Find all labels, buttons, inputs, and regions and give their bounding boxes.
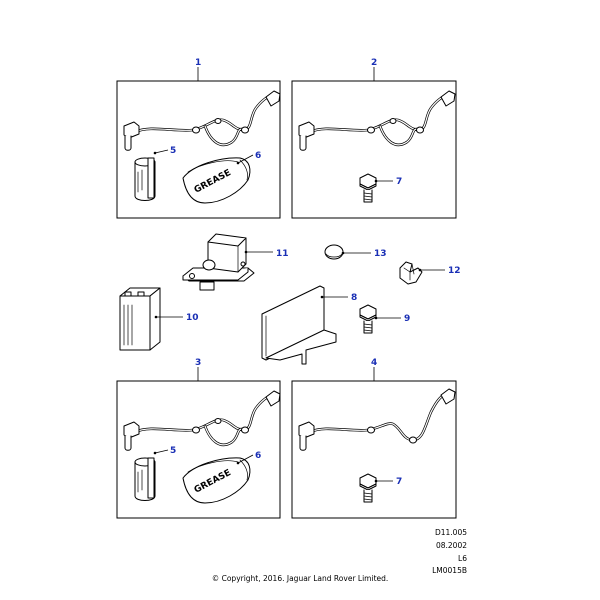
bolt-part-9	[359, 304, 377, 334]
callout-kit-3[interactable]: 3	[195, 358, 201, 368]
copyright-footer: © Copyright, 2016. Jaguar Land Rover Lim…	[211, 574, 389, 583]
kit-1-box	[116, 80, 281, 219]
callout-10[interactable]: 10	[186, 313, 199, 323]
callout-13[interactable]: 13	[374, 249, 387, 259]
callout-kit-4[interactable]: 4	[371, 358, 377, 368]
abs-sensor-kit-2	[297, 89, 457, 152]
callout-7-top[interactable]: 7	[396, 177, 402, 187]
grease-sachet-part-6-bottom: GREASE	[182, 457, 251, 504]
callout-11[interactable]: 11	[276, 249, 289, 259]
cap-part-13	[324, 244, 344, 260]
callout-12[interactable]: 12	[448, 266, 461, 276]
bolt-part-7-top	[359, 173, 377, 203]
model-code: L6	[458, 554, 467, 563]
doc-date: 08.2002	[435, 541, 467, 550]
callout-6-bottom[interactable]: 6	[255, 451, 261, 461]
abs-sensor-kit-3	[122, 389, 282, 452]
clip-part-12	[399, 261, 423, 285]
split-clip-part-5-top	[134, 157, 156, 201]
sensor-block-part-10	[119, 287, 161, 351]
callout-kit-1[interactable]: 1	[195, 58, 201, 68]
callout-kit-2[interactable]: 2	[371, 58, 377, 68]
abs-sensor-kit-1	[122, 89, 282, 152]
callout-8[interactable]: 8	[351, 293, 357, 303]
split-clip-part-5-bottom	[134, 457, 156, 501]
grease-sachet-part-6-top: GREASE	[182, 157, 251, 204]
callout-5-top[interactable]: 5	[170, 146, 176, 156]
bracket-part-8	[261, 285, 337, 365]
abs-sensor-kit-4	[298, 388, 456, 451]
kit-4-box	[291, 380, 457, 519]
callout-5-bottom[interactable]: 5	[170, 446, 176, 456]
bolt-part-7-bottom	[359, 473, 377, 503]
callout-6-top[interactable]: 6	[255, 151, 261, 161]
kit-2-box	[291, 80, 457, 219]
kit-3-box	[116, 380, 281, 519]
callout-9[interactable]: 9	[404, 314, 410, 324]
doc-number: D11.005	[434, 528, 467, 537]
module-part-11	[182, 233, 255, 291]
callout-7-bottom[interactable]: 7	[396, 477, 402, 487]
illustration-id: LM0015B	[432, 566, 467, 575]
